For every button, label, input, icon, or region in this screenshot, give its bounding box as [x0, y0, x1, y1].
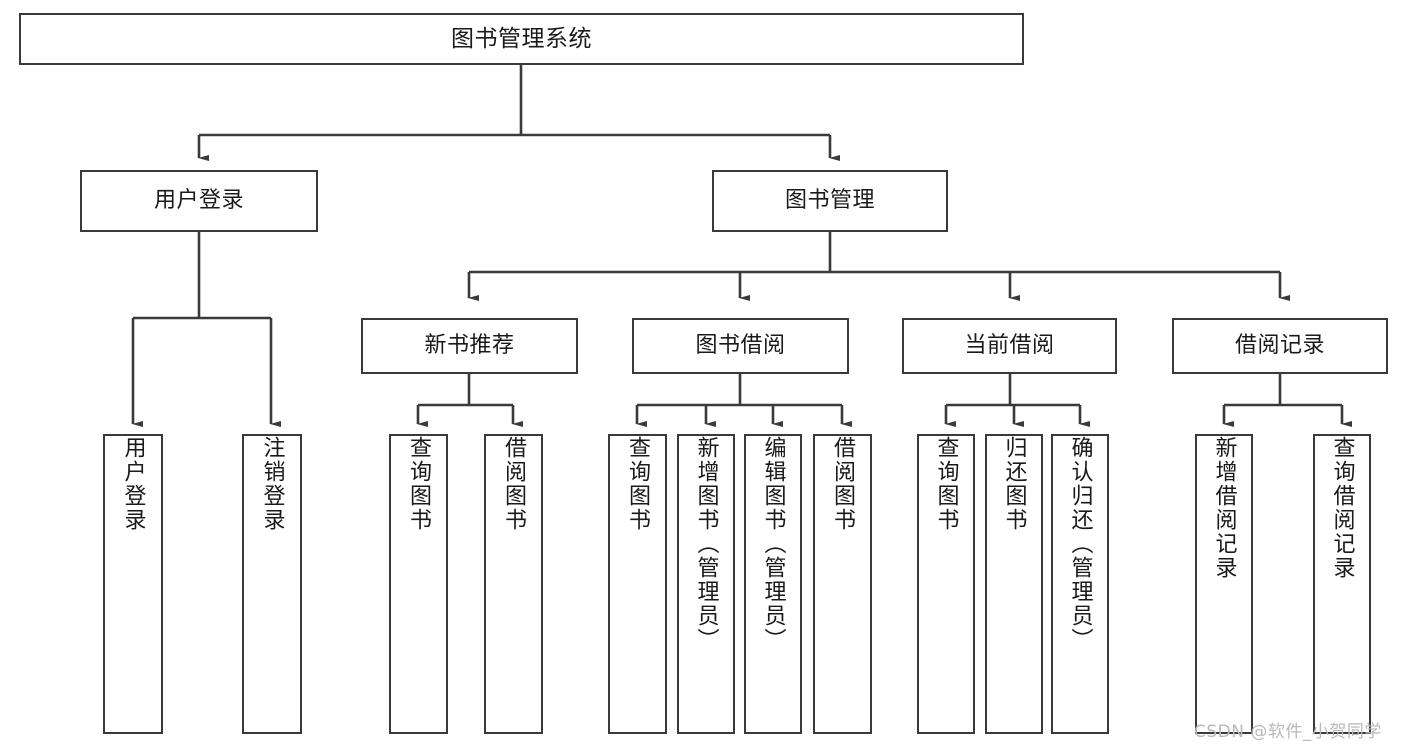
node-leaf-user-login-label: 用户登录 [120, 436, 146, 532]
node-leaf-query-borrow-record-label: 查询借阅记录 [1329, 436, 1355, 580]
node-leaf-borrow-book-2-label: 借阅图书 [830, 436, 856, 532]
node-leaf-add-book-label: 新增图书（管理员） [693, 436, 719, 652]
node-leaf-query-book-2-label: 查询图书 [625, 436, 651, 532]
node-user-login-label: 用户登录 [153, 187, 244, 213]
node-borrow-record-label: 借阅记录 [1234, 332, 1325, 358]
node-leaf-logout-login-label: 注销登录 [259, 436, 285, 532]
node-leaf-confirm-return[interactable]: 确认归还（管理员） [1051, 434, 1109, 734]
node-new-book-recommend[interactable]: 新书推荐 [361, 318, 578, 374]
node-leaf-confirm-return-label: 确认归还（管理员） [1067, 436, 1093, 652]
node-new-book-recommend-label: 新书推荐 [424, 332, 515, 358]
node-leaf-edit-book-label: 编辑图书（管理员） [760, 436, 786, 652]
node-leaf-return-book-label: 归还图书 [1001, 436, 1027, 532]
node-book-borrow-label: 图书借阅 [695, 332, 786, 358]
node-root-system[interactable]: 图书管理系统 [19, 13, 1024, 65]
node-leaf-borrow-book-1[interactable]: 借阅图书 [484, 434, 543, 734]
node-leaf-query-book-2[interactable]: 查询图书 [608, 434, 667, 734]
node-leaf-borrow-book-2[interactable]: 借阅图书 [813, 434, 872, 734]
node-leaf-add-borrow-record-label: 新增借阅记录 [1211, 436, 1237, 580]
node-leaf-query-book-3-label: 查询图书 [933, 436, 959, 532]
node-borrow-record[interactable]: 借阅记录 [1172, 318, 1388, 374]
node-leaf-query-book-3[interactable]: 查询图书 [917, 434, 975, 734]
node-leaf-query-book-1[interactable]: 查询图书 [389, 434, 448, 734]
node-book-management-label: 图书管理 [784, 187, 875, 213]
node-book-management[interactable]: 图书管理 [712, 170, 948, 232]
csdn-watermark: CSDN @软件_小贺同学 [1194, 722, 1382, 742]
node-leaf-add-borrow-record[interactable]: 新增借阅记录 [1195, 434, 1253, 734]
node-root-system-label: 图书管理系统 [451, 25, 592, 52]
node-user-login[interactable]: 用户登录 [80, 170, 318, 232]
node-current-borrow[interactable]: 当前借阅 [902, 318, 1117, 374]
node-current-borrow-label: 当前借阅 [964, 332, 1055, 358]
node-leaf-borrow-book-1-label: 借阅图书 [501, 436, 527, 532]
node-leaf-logout-login[interactable]: 注销登录 [242, 434, 302, 734]
node-leaf-return-book[interactable]: 归还图书 [985, 434, 1043, 734]
node-leaf-edit-book[interactable]: 编辑图书（管理员） [744, 434, 802, 734]
node-leaf-query-book-1-label: 查询图书 [406, 436, 432, 532]
node-leaf-user-login[interactable]: 用户登录 [103, 434, 163, 734]
node-book-borrow[interactable]: 图书借阅 [632, 318, 849, 374]
node-leaf-query-borrow-record[interactable]: 查询借阅记录 [1313, 434, 1371, 734]
node-leaf-add-book[interactable]: 新增图书（管理员） [677, 434, 735, 734]
